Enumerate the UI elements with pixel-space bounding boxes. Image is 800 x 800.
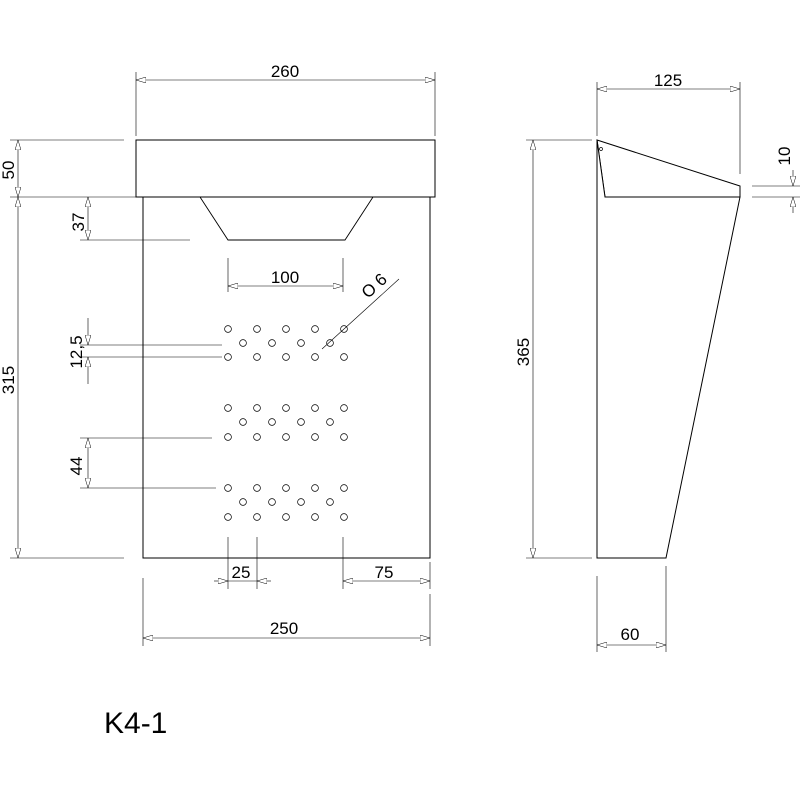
vent-hole: [326, 498, 334, 506]
vent-hole: [297, 418, 305, 426]
vent-hole: [297, 339, 305, 347]
vent-hole: [239, 498, 247, 506]
dim-total-height: 365: [514, 139, 592, 559]
front-dimensions: 260 50 315 37 100: [0, 62, 436, 646]
vent-hole: [340, 433, 348, 441]
side-hinge-dot: [599, 147, 603, 151]
vent-hole: [311, 404, 319, 412]
dim-width-bottom-label: 250: [270, 619, 298, 638]
dim-lid-thickness-label: 10: [775, 147, 794, 166]
vent-hole: [239, 418, 247, 426]
dim-group-pitch: 44: [67, 437, 216, 489]
vent-hole: [340, 404, 348, 412]
drawing-label: K4-1: [104, 707, 167, 740]
dim-slot-depth: 37: [69, 197, 190, 241]
dim-depth-top: 125: [596, 71, 741, 174]
dim-depth-bottom: 60: [596, 566, 667, 652]
vent-hole: [311, 353, 319, 361]
vent-hole: [253, 404, 261, 412]
vent-hole: [340, 484, 348, 492]
vent-hole: [282, 513, 290, 521]
dim-col-pitch-label: 25: [232, 563, 251, 582]
vent-hole: [253, 513, 261, 521]
front-lid: [135, 139, 436, 198]
side-dimensions: 125 10 365 60: [514, 71, 800, 652]
dim-lid-height-label: 50: [0, 161, 18, 180]
side-lid: [596, 139, 741, 198]
vent-hole: [282, 353, 290, 361]
vent-hole: [268, 498, 276, 506]
vent-hole: [297, 498, 305, 506]
dim-row-pitch-label: 12,5: [67, 335, 86, 368]
vent-hole: [340, 513, 348, 521]
vent-hole: [326, 339, 334, 347]
vent-hole: [253, 325, 261, 333]
dim-total-height-label: 365: [514, 338, 533, 366]
vent-hole: [224, 404, 232, 412]
vent-hole: [224, 484, 232, 492]
dim-width-top-label: 260: [271, 62, 299, 81]
dim-hole-span-label: 100: [271, 268, 299, 287]
vent-hole: [311, 513, 319, 521]
vent-hole: [282, 325, 290, 333]
vent-hole: [224, 433, 232, 441]
vent-hole: [253, 433, 261, 441]
ventilation-holes: [224, 325, 348, 521]
dim-row-pitch: 12,5: [67, 318, 222, 384]
front-body: [142, 196, 431, 559]
front-slot-opening: [199, 196, 374, 241]
dim-lid-height: 50: [0, 139, 140, 198]
vent-hole: [311, 484, 319, 492]
dim-group-pitch-label: 44: [67, 457, 86, 476]
vent-hole: [282, 433, 290, 441]
vent-hole: [268, 418, 276, 426]
vent-hole: [224, 513, 232, 521]
dim-slot-depth-label: 37: [69, 213, 88, 232]
dim-body-height-label: 315: [0, 366, 18, 394]
vent-hole: [326, 418, 334, 426]
vent-hole: [239, 339, 247, 347]
vent-hole: [311, 433, 319, 441]
vent-hole: [224, 353, 232, 361]
vent-hole: [253, 484, 261, 492]
vent-hole: [282, 484, 290, 492]
vent-hole: [253, 353, 261, 361]
side-body: [596, 139, 741, 559]
vent-hole: [268, 339, 276, 347]
side-view: [596, 139, 741, 559]
dim-depth-top-label: 125: [654, 71, 682, 90]
dim-col-pitch: 25: [214, 537, 271, 589]
dim-body-height: 315: [0, 197, 124, 559]
dim-edge-offset: 75: [342, 537, 431, 589]
dim-hole-span: 100: [227, 258, 344, 292]
dim-edge-offset-label: 75: [375, 563, 394, 582]
dim-width-top: 260: [135, 62, 436, 136]
dim-depth-bottom-label: 60: [621, 625, 640, 644]
vent-hole: [282, 404, 290, 412]
dim-lid-thickness: 10: [752, 147, 800, 213]
vent-hole: [340, 353, 348, 361]
dim-width-bottom: 250: [142, 578, 431, 646]
front-view: [135, 139, 436, 559]
vent-hole: [224, 325, 232, 333]
vent-hole: [311, 325, 319, 333]
